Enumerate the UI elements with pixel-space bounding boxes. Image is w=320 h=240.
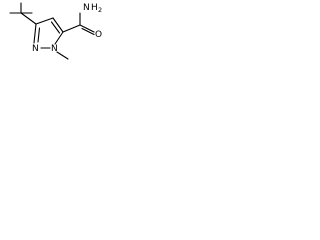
bond-ring-c4-c5-double [50,21,61,34]
atom-label-amide-hydrogen-count: 2 [98,6,102,14]
atom-label-amide-nitrogen: N [83,3,90,13]
bond-carbonyl-c-o-double [81,27,95,36]
bond-tbutyl-to-ring [20,12,37,25]
bond-ring-c3-c4 [35,17,54,25]
bond-n1-methyl [56,51,69,60]
bond-ring-to-carbonyl-carbon [62,24,81,33]
bond-ring-n2-c3-double [37,27,41,43]
bond-ring-c5-n1 [54,31,64,45]
atom-label-ring-n1: N [51,44,58,54]
bond-carbonyl-c-o [79,24,95,33]
atom-label-amide-hydrogen: H [91,3,98,13]
bond-ring-n2-c3 [33,23,37,44]
atom-label-oxygen: O [95,30,102,40]
atom-label-ring-n2: N [32,44,39,54]
bond-ring-c4-c5 [52,17,64,33]
chemical-structure-diagram: N N O N H 2 [9,2,102,60]
